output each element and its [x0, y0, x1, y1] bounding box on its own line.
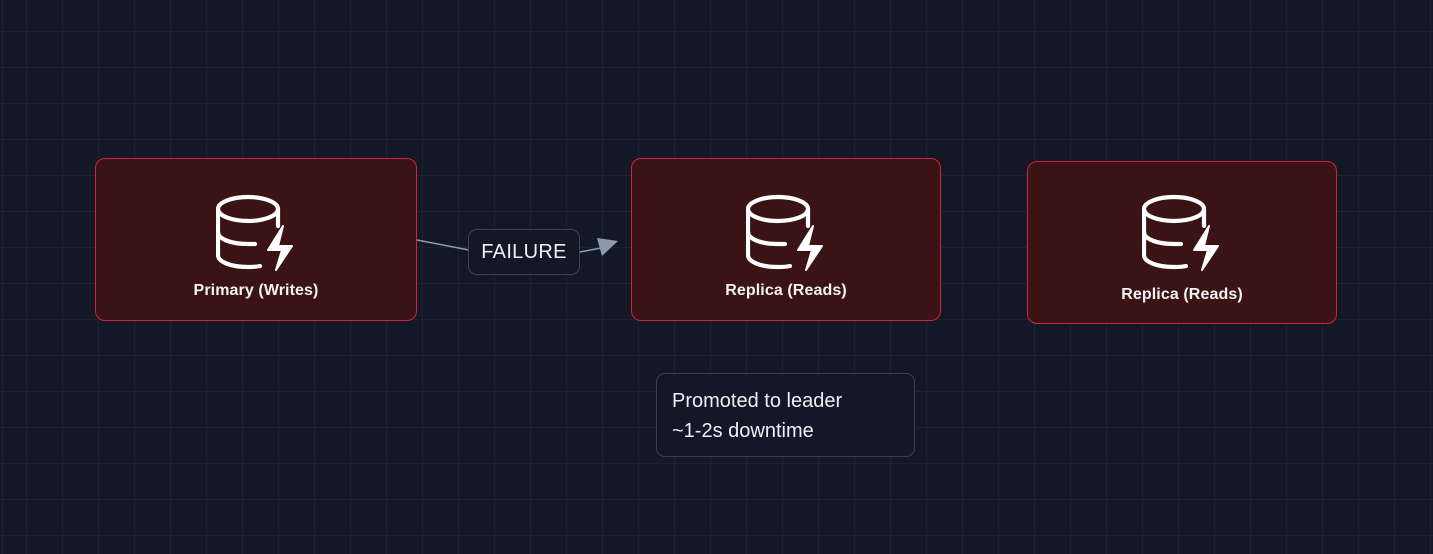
edge-line-failure-to-replica[interactable]: [579, 247, 602, 253]
note-line-2: ~1-2s downtime: [672, 420, 814, 442]
node-label: Replica (Reads): [1121, 286, 1243, 303]
node-label: Primary (Writes): [193, 282, 319, 299]
database-bolt-icon: [746, 194, 823, 271]
node-replica-reads-1[interactable]: Replica (Reads): [631, 158, 941, 321]
edge-label-failure[interactable]: FAILURE: [468, 229, 580, 275]
annotation-note[interactable]: Promoted to leader ~1-2s downtime: [656, 373, 915, 457]
node-primary-writes[interactable]: Primary (Writes): [95, 158, 417, 321]
node-label: Replica (Reads): [725, 282, 847, 299]
database-bolt-icon: [1142, 194, 1219, 271]
node-replica-reads-2[interactable]: Replica (Reads): [1027, 161, 1337, 324]
arrowhead-icon: [597, 238, 618, 256]
canvas-border: [2, 0, 3, 554]
database-bolt-icon: [216, 194, 293, 271]
edge-line-primary-to-failure[interactable]: [416, 239, 470, 251]
note-line-1: Promoted to leader: [672, 390, 843, 412]
